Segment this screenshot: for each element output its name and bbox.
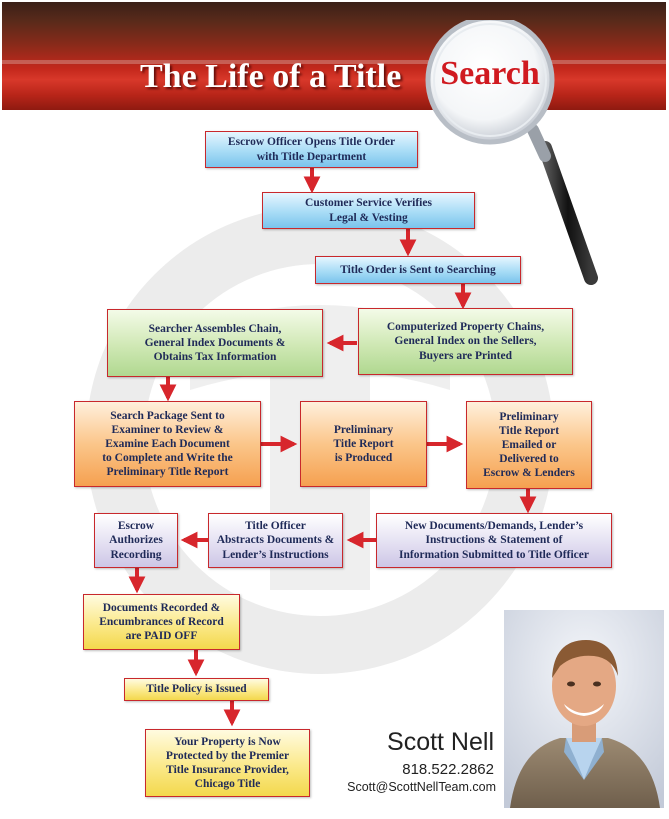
header-banner: The Life of a Title — [2, 2, 666, 110]
contact-email[interactable]: Scott@ScottNellTeam.com — [347, 780, 496, 794]
step-searcher-assembles: Searcher Assembles Chain, General Index … — [107, 309, 323, 377]
page-title: The Life of a Title — [140, 58, 402, 95]
magnifier-icon — [425, 20, 598, 285]
step-sent-to-searching: Title Order is Sent to Searching — [315, 256, 521, 284]
step-report-emailed: Preliminary Title Report Emailed or Deli… — [466, 401, 592, 489]
step-property-protected: Your Property is Now Protected by the Pr… — [145, 729, 310, 797]
step-computerized-chains: Computerized Property Chains, General In… — [358, 308, 573, 375]
step-verify-legal-vesting: Customer Service Verifies Legal & Vestin… — [262, 192, 475, 229]
step-report-produced: Preliminary Title Report is Produced — [300, 401, 427, 487]
step-documents-recorded: Documents Recorded & Encumbrances of Rec… — [83, 594, 240, 650]
banner-shine — [2, 60, 666, 64]
step-title-policy-issued: Title Policy is Issued — [124, 678, 269, 701]
agent-portrait-icon — [504, 610, 664, 808]
step-escrow-authorizes: Escrow Authorizes Recording — [94, 513, 178, 568]
contact-name: Scott Nell — [387, 728, 494, 756]
step-search-package: Search Package Sent to Examiner to Revie… — [74, 401, 261, 487]
step-new-documents: New Documents/Demands, Lender’s Instruct… — [376, 513, 612, 568]
agent-photo — [504, 610, 664, 808]
step-open-title-order: Escrow Officer Opens Title Order with Ti… — [205, 131, 418, 168]
contact-phone: 818.522.2862 — [402, 761, 494, 778]
step-title-officer-abstracts: Title Officer Abstracts Documents & Lend… — [208, 513, 343, 568]
magnified-word: Search — [440, 55, 540, 92]
